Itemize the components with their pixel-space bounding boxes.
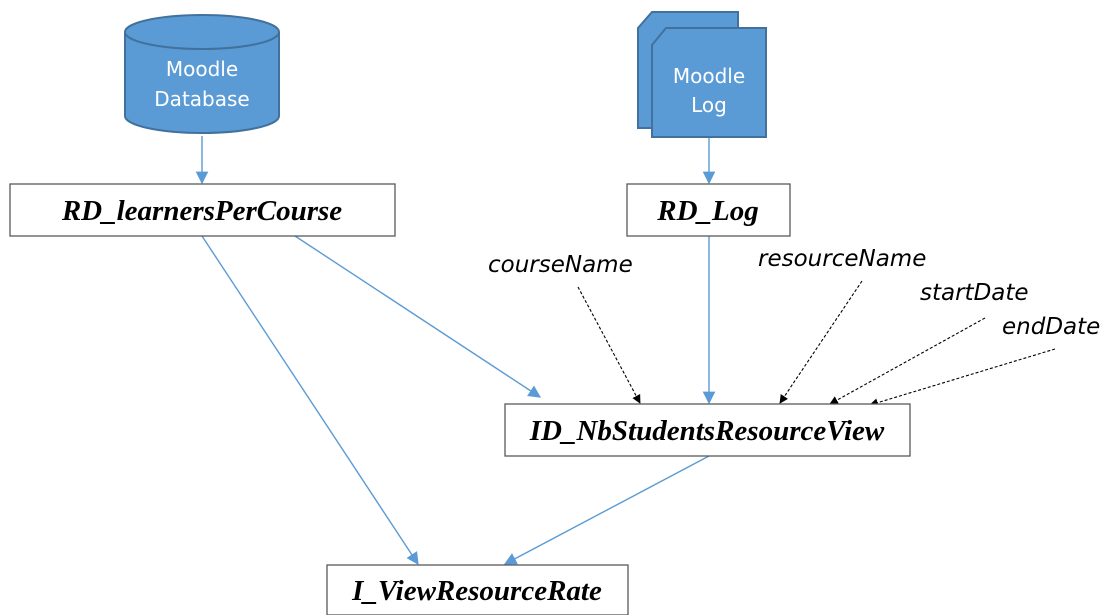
arrow-coursename-to-id-nbstudents bbox=[577, 286, 641, 404]
arrow-startdate-to-id-nbstudents bbox=[829, 317, 986, 405]
arrow-enddate-to-id-nbstudents bbox=[869, 348, 1056, 407]
arrow-rd-learners-to-id-nbstudents bbox=[294, 235, 542, 398]
param-resourcename-label: resourceName bbox=[758, 246, 926, 272]
moodle-log-documents: Moodle Log bbox=[637, 11, 767, 138]
param-coursename-label: courseName bbox=[488, 252, 633, 278]
moodle-database-label-line2: Database bbox=[154, 87, 249, 111]
node-i-view-resource-rate: I_ViewResourceRate bbox=[326, 564, 629, 615]
moodle-database-label-line1: Moodle bbox=[166, 57, 238, 81]
moodle-log-label-line1: Moodle bbox=[673, 64, 745, 88]
arrow-rd-learners-to-i-viewrate bbox=[201, 235, 419, 566]
parameter-arrows bbox=[577, 280, 1056, 407]
node-id-nbstudents-resource-view: ID_NbStudentsResourceView bbox=[504, 403, 911, 457]
node-rd-learners-per-course: RD_learnersPerCourse bbox=[9, 183, 396, 237]
node-id-nbstudents-label: ID_NbStudentsResourceView bbox=[529, 415, 885, 447]
node-rd-log-label: RD_Log bbox=[656, 195, 759, 227]
moodle-database-cylinder: Moodle Database bbox=[124, 14, 280, 134]
param-startdate-label: startDate bbox=[920, 280, 1029, 306]
param-enddate-label: endDate bbox=[1002, 314, 1100, 340]
flow-arrows bbox=[195, 136, 716, 566]
node-rd-log: RD_Log bbox=[626, 183, 791, 237]
arrow-resourcename-to-id-nbstudents bbox=[779, 280, 863, 404]
node-rd-learners-label: RD_learnersPerCourse bbox=[61, 195, 342, 227]
node-i-viewrate-label: I_ViewResourceRate bbox=[351, 575, 602, 607]
arrow-id-nbstudents-to-i-viewrate bbox=[503, 455, 710, 565]
moodle-log-label-line2: Log bbox=[691, 93, 727, 117]
